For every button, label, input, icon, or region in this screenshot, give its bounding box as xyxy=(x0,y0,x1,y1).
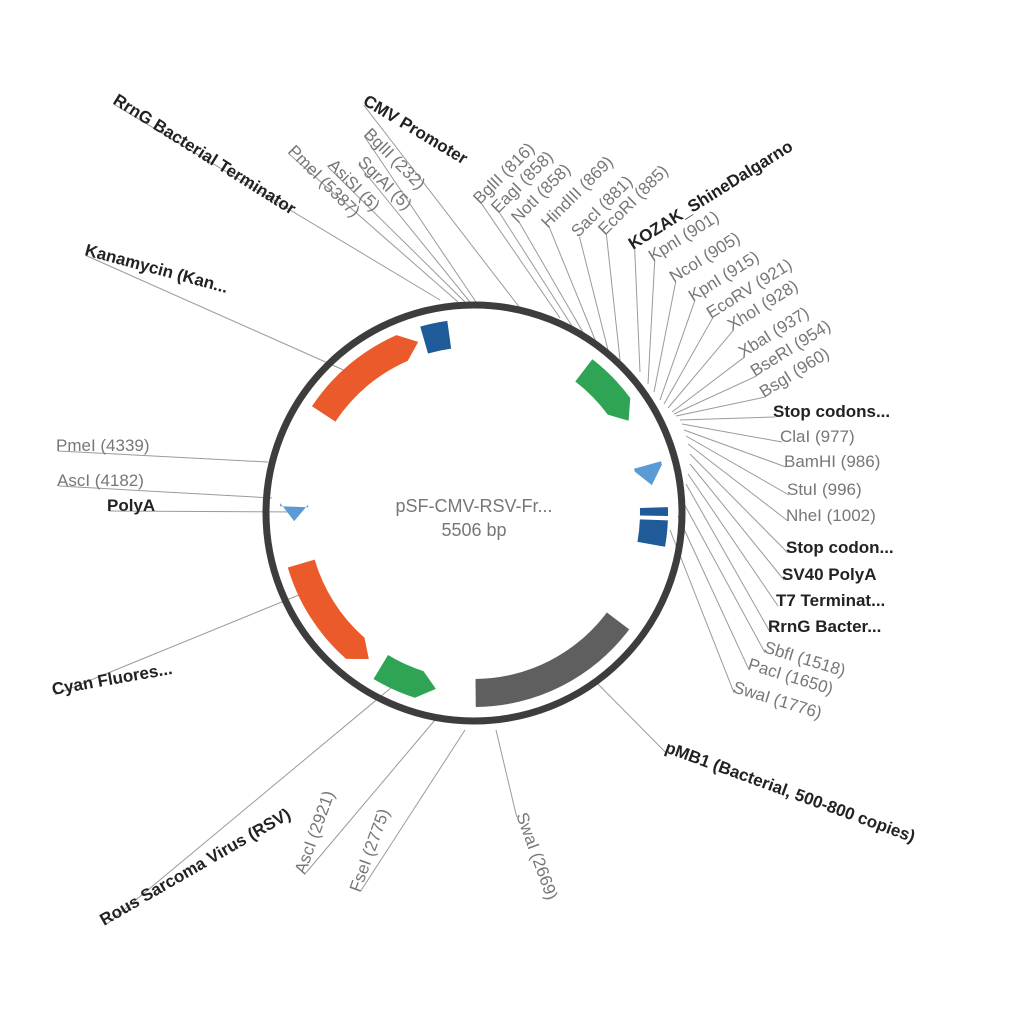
leader-line xyxy=(647,260,656,385)
leader-line xyxy=(675,396,766,417)
feature-term-b xyxy=(637,519,668,547)
feature-layer xyxy=(280,320,668,707)
leader-line xyxy=(593,679,667,754)
label-nhei-1002: NheI (1002) xyxy=(786,506,876,525)
feature-cmv xyxy=(575,359,631,421)
label-asci-4182: AscI (4182) xyxy=(57,471,144,490)
leader-line xyxy=(481,203,561,319)
label-cyan-fluores: Cyan Fluores... xyxy=(50,659,173,699)
leader-line xyxy=(673,375,757,415)
leader-line xyxy=(659,300,696,401)
leader-line xyxy=(363,136,477,303)
label-pmb1-bacterial-500-800-copies: pMB1 (Bacterial, 500-800 copies) xyxy=(663,738,918,846)
leader-line xyxy=(360,729,466,892)
leader-line xyxy=(677,515,750,670)
label-stop-codons: Stop codons... xyxy=(773,402,890,421)
feature-fwd-element xyxy=(633,461,662,486)
feature-rrng-left xyxy=(420,320,452,354)
label-stop-codon: Stop codon... xyxy=(786,538,894,557)
leader-line xyxy=(634,248,641,373)
feature-cyan xyxy=(287,559,369,660)
label-rous-sarcoma-virus-rsv: Rous Sarcoma Virus (RSV) xyxy=(97,805,294,930)
label-stui-996: StuI (996) xyxy=(787,480,862,499)
leader-line xyxy=(687,473,779,607)
leader-line xyxy=(681,423,783,443)
label-kanamycin-kan: Kanamycin (Kan... xyxy=(83,241,230,297)
leader-line xyxy=(605,234,621,361)
label-pmei-4339: PmeI (4339) xyxy=(56,436,150,455)
leader-line xyxy=(113,103,441,301)
label-rrng-bacter: RrnG Bacter... xyxy=(768,617,881,636)
leader-line xyxy=(498,212,573,327)
leader-line xyxy=(54,587,317,696)
leader-line xyxy=(689,453,789,554)
leader-line xyxy=(328,167,466,303)
label-swai-2669: SwaI (2669) xyxy=(512,810,561,903)
leader-line xyxy=(548,227,597,343)
plasmid-name: pSF-CMV-RSV-Fr... xyxy=(395,496,552,516)
leader-line xyxy=(681,499,766,653)
leader-line xyxy=(358,164,471,303)
leader-line xyxy=(58,485,273,499)
leader-line xyxy=(667,329,735,409)
feature-rsv xyxy=(373,655,436,698)
leader-line xyxy=(653,281,677,393)
label-sv40-polya: SV40 PolyA xyxy=(782,565,877,584)
leader-line xyxy=(305,719,436,874)
leader-line xyxy=(105,681,399,926)
leader-line xyxy=(663,317,714,405)
feature-pmb1 xyxy=(475,612,630,707)
leader-line xyxy=(683,429,787,468)
leader-line xyxy=(687,443,789,522)
leader-line xyxy=(288,153,459,303)
leader-line xyxy=(685,483,771,633)
feature-polya-left xyxy=(280,503,309,522)
plasmid-size: 5506 bp xyxy=(441,520,506,540)
leader-line xyxy=(671,356,745,413)
leader-line xyxy=(679,416,776,421)
label-bamhi-986: BamHI (986) xyxy=(784,452,880,471)
leader-line xyxy=(518,222,585,335)
leader-line xyxy=(57,450,269,463)
leader-line xyxy=(578,236,609,351)
leader-line xyxy=(495,729,518,817)
label-t7-terminat: T7 Terminat... xyxy=(776,591,885,610)
plasmid-backbone xyxy=(262,301,686,725)
leader-line xyxy=(685,435,790,496)
leader-line xyxy=(85,255,349,373)
label-rrng-bacterial-terminator: RrnG Bacterial Terminator xyxy=(110,90,300,218)
leader-line xyxy=(689,463,785,581)
feature-kan xyxy=(311,335,419,422)
feature-term-a xyxy=(639,507,668,516)
label-fsei-2775: FseI (2775) xyxy=(346,806,394,894)
label-polya: PolyA xyxy=(107,496,155,515)
leader-lines xyxy=(54,103,790,926)
label-clai-977: ClaI (977) xyxy=(780,427,855,446)
leader-line xyxy=(363,104,521,309)
